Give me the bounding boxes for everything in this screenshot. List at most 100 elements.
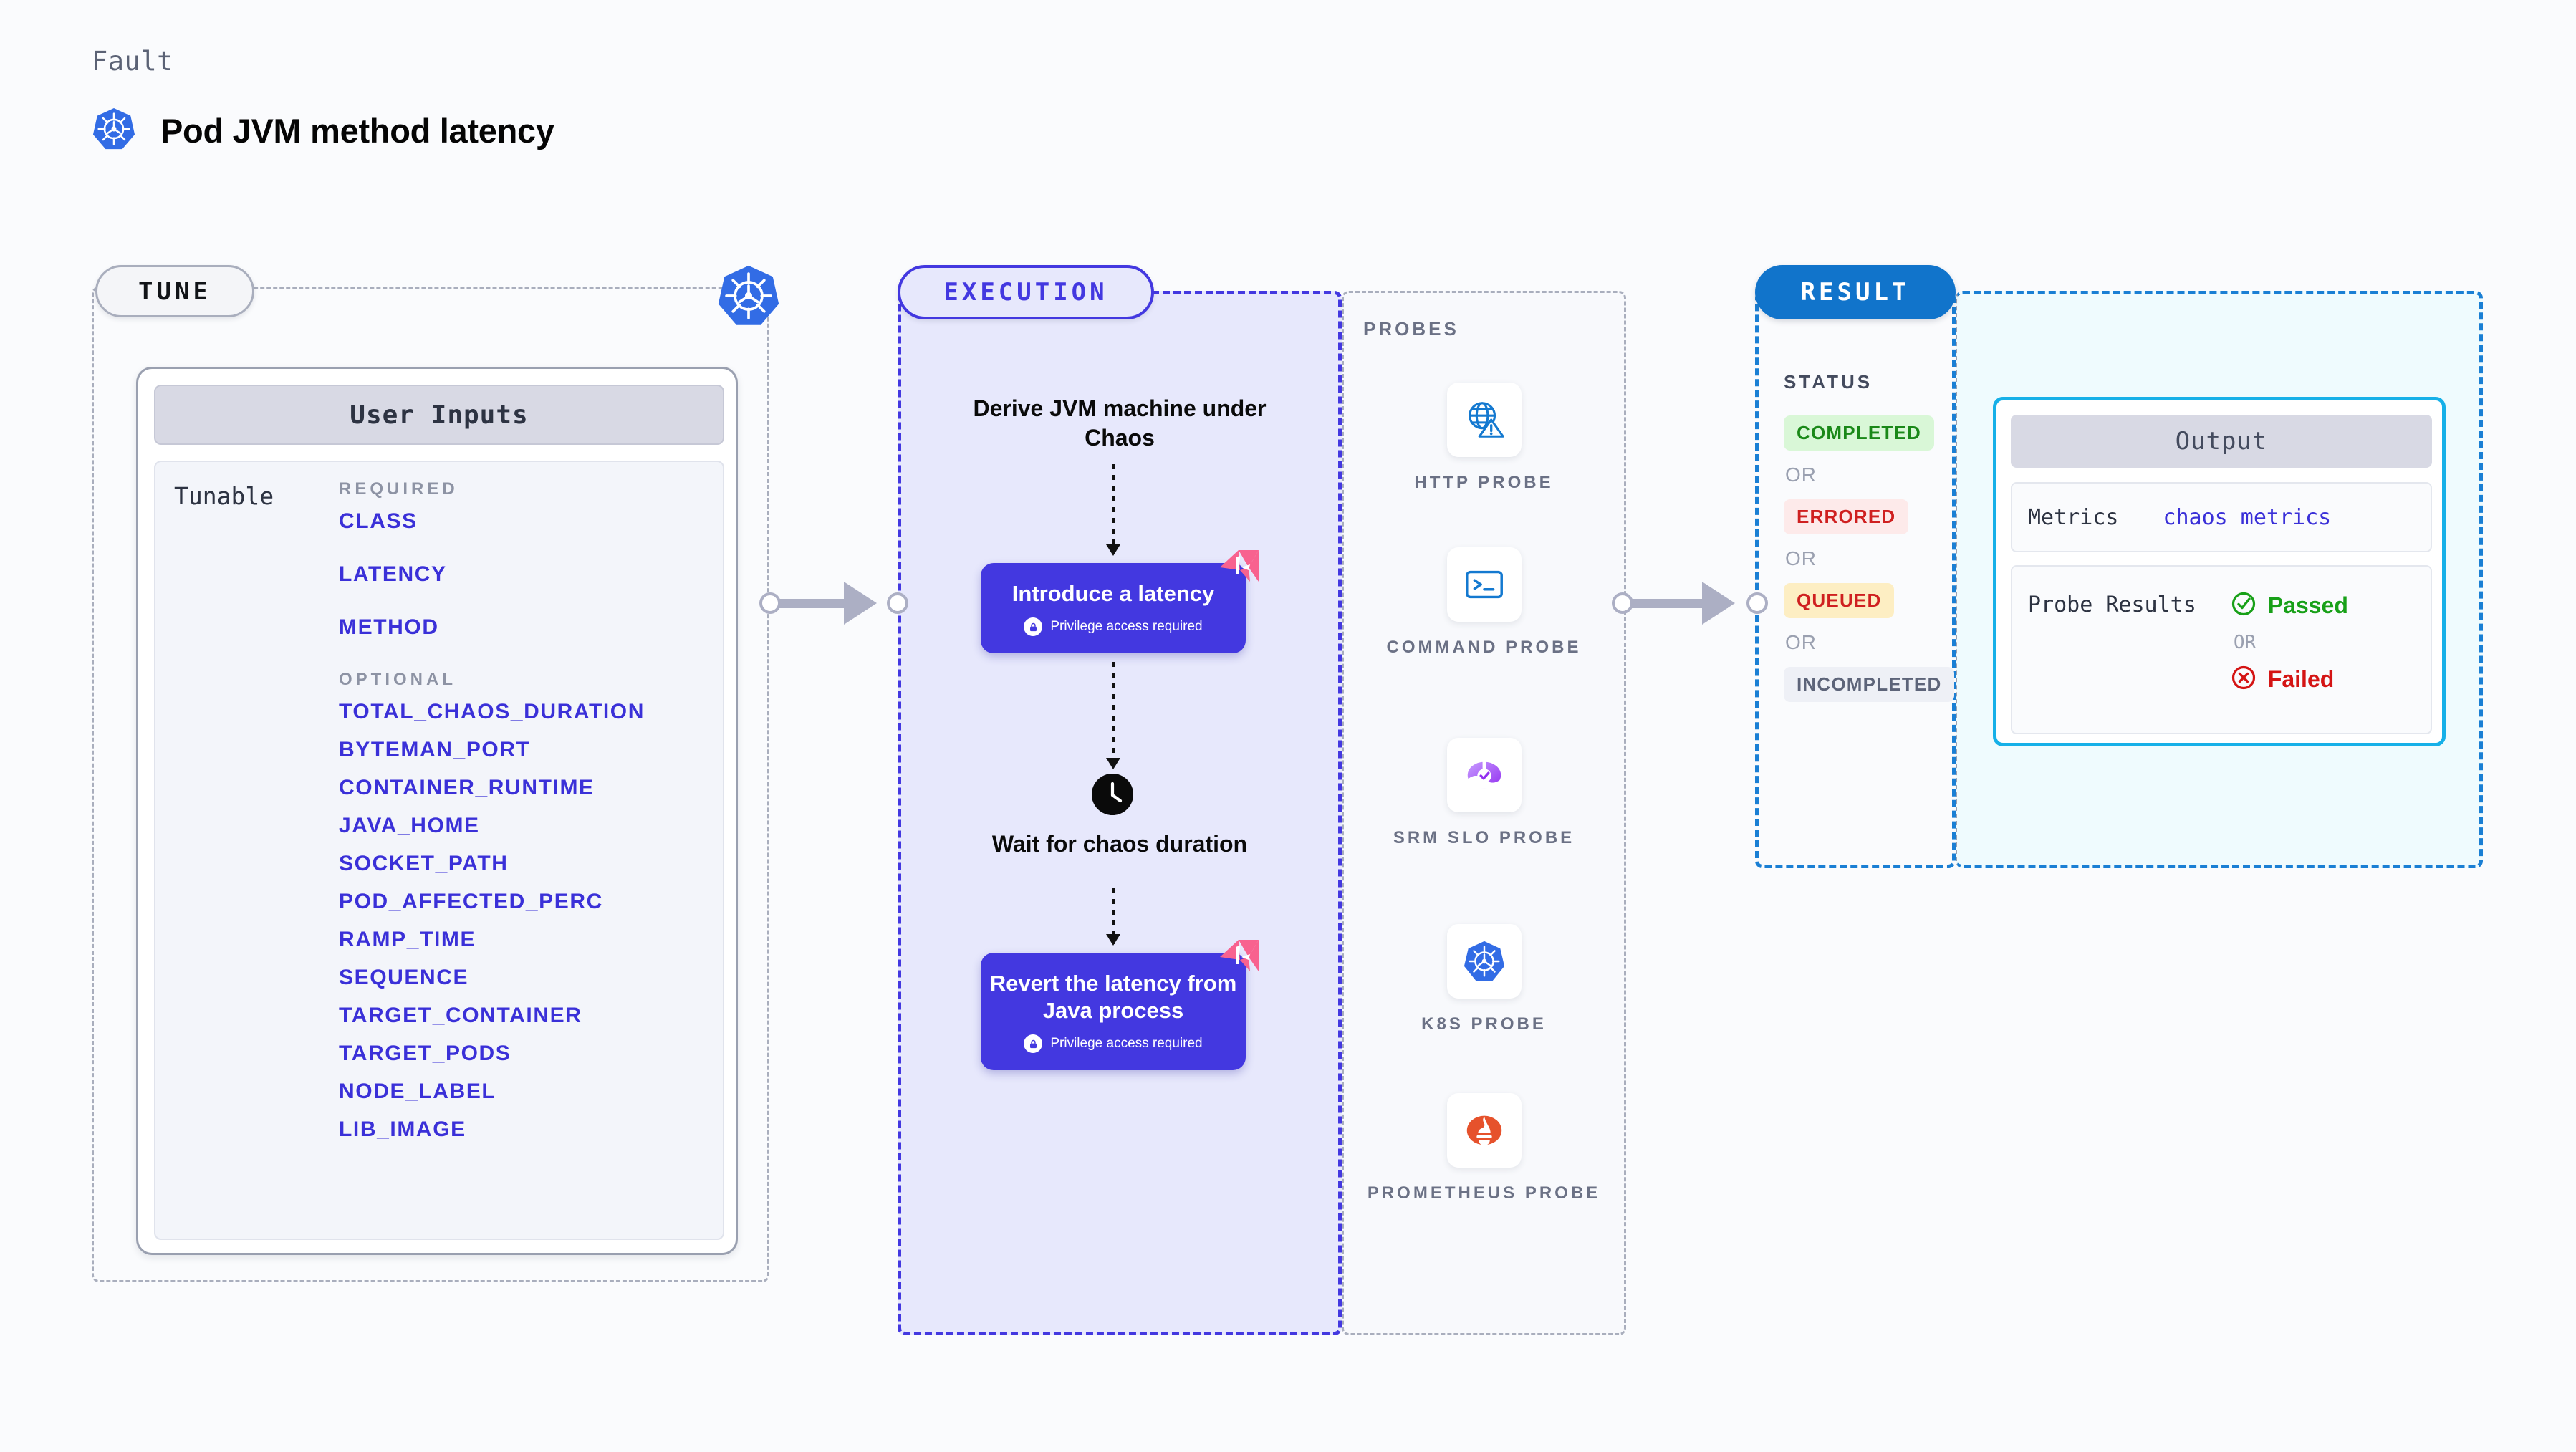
connector-execution-to-result bbox=[1612, 582, 1777, 625]
tune-pill[interactable]: TUNE bbox=[95, 265, 254, 317]
param-pod-affected-perc[interactable]: POD_AFFECTED_PERC bbox=[339, 890, 603, 913]
status-or-separator: OR bbox=[1785, 547, 1817, 569]
execution-block-revert-latency[interactable]: Revert the latency from Java process Pri… bbox=[981, 940, 1259, 1070]
param-lib-image[interactable]: LIB_IMAGE bbox=[339, 1117, 466, 1141]
param-node-label[interactable]: NODE_LABEL bbox=[339, 1080, 496, 1103]
clock-icon bbox=[1092, 774, 1133, 815]
status-badge-completed: COMPLETED bbox=[1784, 415, 1935, 451]
litmus-icon bbox=[1217, 936, 1261, 976]
tunable-body: Tunable REQUIRED CLASS LATENCY METHOD OP… bbox=[154, 461, 724, 1240]
param-method[interactable]: METHOD bbox=[339, 615, 439, 639]
param-socket-path[interactable]: SOCKET_PATH bbox=[339, 852, 509, 875]
param-sequence[interactable]: SEQUENCE bbox=[339, 966, 469, 989]
metrics-value[interactable]: chaos metrics bbox=[2163, 504, 2332, 530]
param-java-home[interactable]: JAVA_HOME bbox=[339, 814, 480, 837]
required-param-list: CLASS LATENCY METHOD bbox=[339, 511, 711, 638]
arrow-head-icon bbox=[844, 582, 877, 625]
privilege-note-text: Privilege access required bbox=[1050, 619, 1203, 635]
result-pill[interactable]: RESULT bbox=[1755, 265, 1956, 319]
execution-block-title: Revert the latency from Java process bbox=[989, 970, 1237, 1023]
privilege-note-text: Privilege access required bbox=[1050, 1036, 1203, 1052]
dotted-arrow-icon bbox=[1106, 662, 1120, 769]
probe-item-k8s[interactable]: K8S PROBE bbox=[1342, 924, 1626, 1035]
probe-item-srm-slo[interactable]: SRM SLO PROBE bbox=[1342, 738, 1626, 849]
user-inputs-header: User Inputs bbox=[154, 385, 724, 445]
param-latency[interactable]: LATENCY bbox=[339, 562, 447, 586]
connector-node-start bbox=[1612, 592, 1633, 614]
user-inputs-card: User Inputs Tunable REQUIRED CLASS LATEN… bbox=[136, 367, 738, 1255]
status-or-separator: OR bbox=[1785, 463, 1817, 486]
terminal-icon bbox=[1446, 547, 1522, 622]
status-stack: COMPLETED OR ERRORED OR QUEUED OR INCOMP… bbox=[1784, 415, 1963, 702]
param-total-chaos-duration[interactable]: TOTAL_CHAOS_DURATION bbox=[339, 700, 645, 723]
arrow-head-icon bbox=[1702, 582, 1735, 625]
dotted-arrow-icon bbox=[1106, 464, 1120, 556]
param-container-runtime[interactable]: CONTAINER_RUNTIME bbox=[339, 776, 595, 799]
fault-kicker: Fault bbox=[92, 46, 173, 77]
dotted-arrow-icon bbox=[1106, 888, 1120, 946]
metrics-key: Metrics bbox=[2028, 504, 2119, 530]
probe-results-key: Probe Results bbox=[2028, 592, 2196, 617]
title-row: Pod JVM method latency bbox=[92, 107, 554, 155]
probe-result-passed: Passed bbox=[2231, 591, 2348, 620]
param-ramp-time[interactable]: RAMP_TIME bbox=[339, 928, 476, 951]
arrow-line bbox=[1112, 662, 1115, 768]
param-target-container[interactable]: TARGET_CONTAINER bbox=[339, 1004, 582, 1027]
tunable-label: Tunable bbox=[174, 482, 274, 510]
probe-result-failed-label: Failed bbox=[2267, 666, 2335, 692]
probe-results-row: Probe Results Passed OR bbox=[2011, 565, 2432, 734]
status-badge-incompleted: INCOMPLETED bbox=[1784, 667, 1955, 702]
connector-node-end bbox=[1746, 592, 1768, 614]
probe-item-prometheus[interactable]: PROMETHEUS PROBE bbox=[1342, 1093, 1626, 1204]
probe-result-or-separator: OR bbox=[2233, 632, 2257, 653]
probe-label: COMMAND PROBE bbox=[1386, 638, 1582, 657]
param-target-pods[interactable]: TARGET_PODS bbox=[339, 1042, 511, 1065]
arrow-head-icon bbox=[1106, 758, 1120, 769]
connector-bar bbox=[1622, 599, 1728, 608]
probe-results-values: Passed OR Failed bbox=[2231, 567, 2348, 733]
globe-warning-icon bbox=[1446, 383, 1522, 457]
output-card: Output Metrics chaos metrics Probe Resul… bbox=[1993, 397, 2446, 746]
lock-icon bbox=[1024, 1034, 1043, 1054]
check-circle-icon bbox=[2231, 591, 2257, 620]
metrics-row: Metrics chaos metrics bbox=[2011, 482, 2432, 552]
result-region bbox=[1755, 291, 1956, 868]
probe-label: HTTP PROBE bbox=[1414, 473, 1554, 492]
srm-slo-icon bbox=[1446, 738, 1522, 812]
probe-item-http[interactable]: HTTP PROBE bbox=[1342, 383, 1626, 494]
param-class[interactable]: CLASS bbox=[339, 509, 418, 533]
execution-block-introduce-latency[interactable]: Introduce a latency Privilege access req… bbox=[981, 550, 1259, 653]
output-card-header: Output bbox=[2011, 415, 2432, 468]
lock-icon bbox=[1024, 617, 1043, 637]
optional-param-list: TOTAL_CHAOS_DURATION BYTEMAN_PORT CONTAI… bbox=[339, 701, 711, 1140]
param-byteman-port[interactable]: BYTEMAN_PORT bbox=[339, 738, 531, 761]
status-badge-errored: ERRORED bbox=[1784, 499, 1909, 534]
probe-result-failed: Failed bbox=[2231, 665, 2348, 694]
status-label: STATUS bbox=[1784, 371, 1873, 393]
probe-label: K8S PROBE bbox=[1421, 1014, 1547, 1034]
probe-label: SRM SLO PROBE bbox=[1393, 828, 1575, 847]
arrow-head-icon bbox=[1106, 934, 1120, 946]
privilege-note: Privilege access required bbox=[1024, 617, 1203, 637]
x-circle-icon bbox=[2231, 665, 2257, 694]
status-badge-queued: QUEUED bbox=[1784, 583, 1895, 618]
probe-label: PROMETHEUS PROBE bbox=[1367, 1183, 1601, 1203]
execution-pill[interactable]: EXECUTION bbox=[898, 265, 1154, 319]
execution-step-wait: Wait for chaos duration bbox=[991, 831, 1248, 857]
privilege-note: Privilege access required bbox=[1024, 1034, 1203, 1054]
probe-result-passed-label: Passed bbox=[2267, 592, 2348, 618]
parameter-column: REQUIRED CLASS LATENCY METHOD OPTIONAL T… bbox=[339, 479, 711, 1157]
page-title: Pod JVM method latency bbox=[160, 112, 554, 150]
tune-region bbox=[92, 287, 769, 1282]
execution-block-title: Introduce a latency bbox=[1011, 580, 1215, 606]
status-or-separator: OR bbox=[1785, 631, 1817, 653]
connector-node-start bbox=[759, 592, 781, 614]
prometheus-icon bbox=[1446, 1093, 1522, 1168]
arrow-head-icon bbox=[1106, 544, 1120, 556]
probe-item-command[interactable]: COMMAND PROBE bbox=[1342, 547, 1626, 658]
kubernetes-icon bbox=[1446, 924, 1522, 999]
execution-step-derive: Derive JVM machine under Chaos bbox=[973, 395, 1267, 451]
arrow-line bbox=[1112, 888, 1115, 944]
arrow-line bbox=[1112, 464, 1115, 554]
litmus-icon bbox=[1217, 546, 1261, 586]
